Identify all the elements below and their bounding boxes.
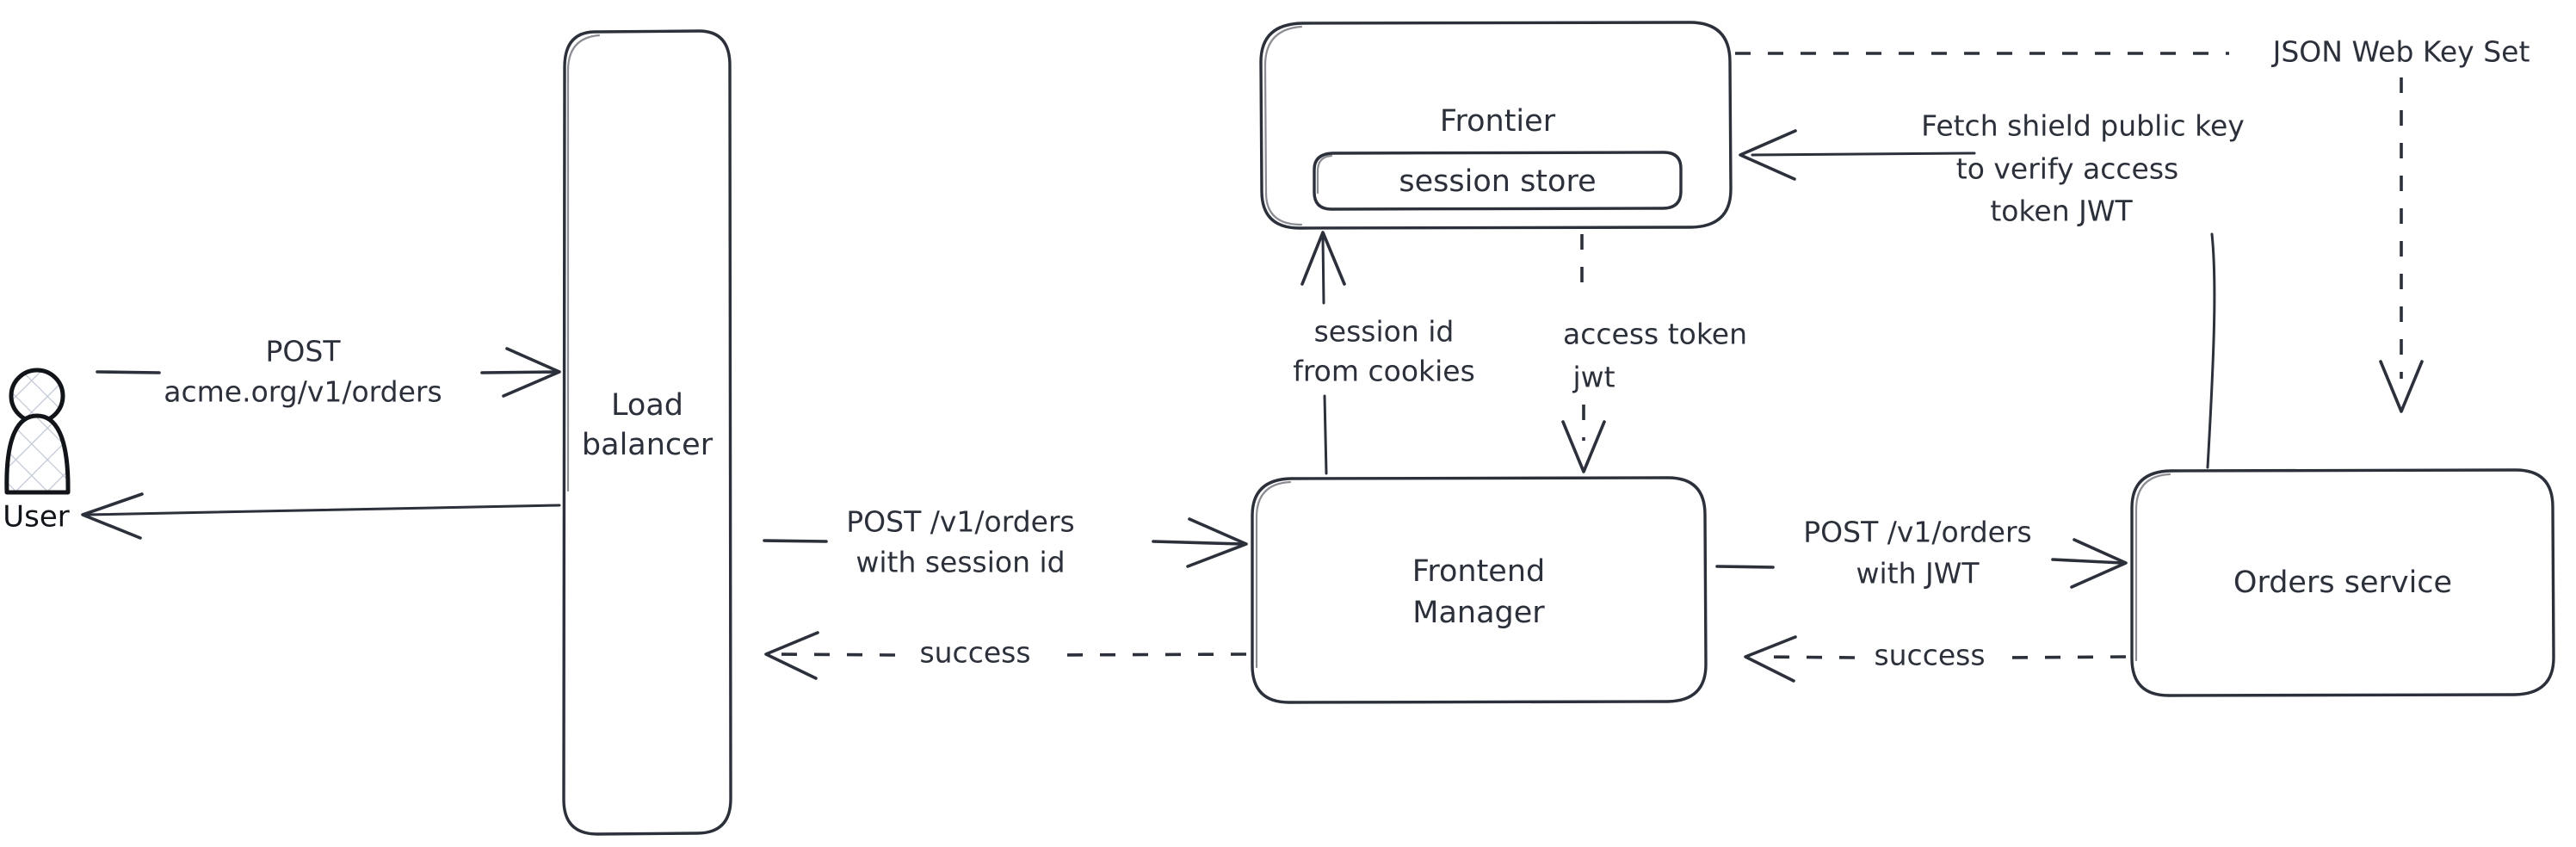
edge-frontier-to-fm-label-line1: access token — [1563, 318, 1747, 351]
edge-fm-to-lb-line-left — [778, 652, 896, 657]
edge-orders-service-to-frontend-manager[interactable]: success — [1744, 635, 2127, 683]
edge-fm-to-frontier-label-line2: from cookies — [1293, 355, 1475, 388]
edge-lb-to-user-line — [84, 504, 561, 516]
frontier-box — [1259, 21, 1733, 230]
edge-frontend-manager-to-frontier[interactable]: session id from cookies — [1293, 231, 1475, 475]
frontier-box-sketch — [1263, 25, 1303, 226]
edge-lb-to-fm-arrowhead — [1186, 517, 1248, 568]
edge-frontier-to-orders-service[interactable]: JSON Web Key Set — [1735, 35, 2530, 413]
edge-orders-to-frontier-line-vertical — [2206, 232, 2216, 469]
edge-fm-to-lb-label: success — [919, 636, 1030, 670]
edge-fm-to-lb-line-right — [1053, 652, 1247, 657]
load-balancer-label-line1: Load — [611, 388, 683, 423]
user-body-icon — [4, 413, 71, 495]
edge-fm-to-orders-label-line1: POST /v1/orders — [1803, 516, 2031, 549]
edge-user-to-lb-label-line2: acme.org/v1/orders — [164, 375, 442, 409]
edge-user-to-lb-line-right — [480, 370, 559, 374]
orders-service-label: Orders service — [2233, 566, 2452, 600]
edge-load-balancer-to-frontend-manager[interactable]: POST /v1/orders with session id — [763, 505, 1248, 579]
edge-frontier-to-fm-arrowhead — [1561, 420, 1606, 473]
edge-orders-to-frontier-label-line2: to verify access — [1956, 152, 2178, 186]
edge-lb-to-fm-label-line2: with session id — [856, 546, 1065, 579]
frontend-manager-box — [1251, 476, 1708, 704]
edge-lb-to-user-arrowhead — [81, 492, 144, 540]
node-frontier[interactable]: Frontier session store — [1259, 21, 1733, 230]
node-load-balancer[interactable]: Load balancer — [562, 29, 732, 836]
edge-fm-to-lb-arrowhead — [764, 631, 819, 680]
load-balancer-box-sketch — [566, 34, 601, 492]
edge-user-to-load-balancer[interactable]: POST acme.org/v1/orders — [96, 335, 561, 409]
edge-frontier-to-frontend-manager[interactable]: access token jwt — [1561, 234, 1747, 473]
edge-fm-to-frontier-label-line1: session id — [1314, 315, 1455, 349]
frontend-manager-box-sketch — [1255, 480, 1292, 669]
edge-frontier-to-fm-label-line2: jwt — [1572, 361, 1615, 394]
edge-orders-service-to-frontier[interactable]: Fetch shield public key to verify access… — [1739, 109, 2245, 469]
edge-fm-to-orders-line-right — [2051, 558, 2124, 565]
load-balancer-box — [562, 29, 732, 836]
frontend-manager-label-line1: Frontend — [1412, 554, 1545, 589]
edge-frontend-manager-to-load-balancer[interactable]: success — [764, 631, 1247, 680]
edge-orders-to-fm-line-right — [2005, 655, 2127, 659]
edge-fm-to-orders-line-left — [1715, 565, 1775, 569]
node-session-store[interactable]: session store — [1313, 151, 1683, 211]
edge-frontier-to-orders-label: JSON Web Key Set — [2271, 35, 2530, 69]
node-orders-service[interactable]: Orders service — [2130, 468, 2555, 697]
session-store-label: session store — [1399, 164, 1596, 199]
user-label: User — [3, 500, 70, 535]
load-balancer-label-line2: balancer — [582, 428, 713, 462]
edge-user-to-lb-arrowhead — [502, 347, 561, 398]
edge-user-to-lb-line-left — [96, 370, 161, 374]
edge-fm-to-orders-label-line2: with JWT — [1856, 557, 1980, 590]
edge-orders-to-frontier-line-horizontal — [1751, 151, 1976, 157]
frontend-manager-label-line2: Manager — [1412, 596, 1545, 630]
edge-fm-to-orders-arrowhead — [2070, 538, 2128, 589]
edge-fm-to-frontier-line-upper — [1321, 236, 1325, 305]
frontier-label: Frontier — [1440, 104, 1556, 139]
session-store-box-sketch — [1316, 154, 1333, 195]
edge-orders-to-fm-line-left — [1757, 655, 1856, 659]
edge-orders-to-frontier-label-line3: token JWT — [1990, 195, 2133, 228]
edge-orders-to-fm-label: success — [1874, 639, 1985, 672]
orders-service-box — [2130, 468, 2555, 697]
edge-load-balancer-to-user[interactable] — [81, 492, 561, 540]
edge-fm-to-frontier-line-lower — [1323, 394, 1328, 475]
edge-fm-to-frontier-arrowhead — [1300, 231, 1346, 286]
edge-frontier-to-orders-arrowhead — [2379, 360, 2424, 413]
orders-service-box-sketch — [2134, 473, 2171, 662]
node-frontend-manager[interactable]: Frontend Manager — [1251, 476, 1708, 704]
edge-orders-to-frontier-arrowhead — [1739, 129, 1797, 181]
node-user[interactable]: User — [3, 368, 71, 535]
edge-frontend-manager-to-orders-service[interactable]: POST /v1/orders with JWT — [1715, 516, 2128, 590]
edge-orders-to-frontier-label-line1: Fetch shield public key — [1921, 109, 2245, 143]
session-store-box — [1313, 151, 1683, 211]
edge-lb-to-fm-line-right — [1152, 540, 1245, 546]
edge-lb-to-fm-label-line1: POST /v1/orders — [846, 505, 1074, 539]
edge-user-to-lb-label-line1: POST — [266, 335, 342, 368]
edge-orders-to-fm-arrowhead — [1744, 635, 1797, 683]
